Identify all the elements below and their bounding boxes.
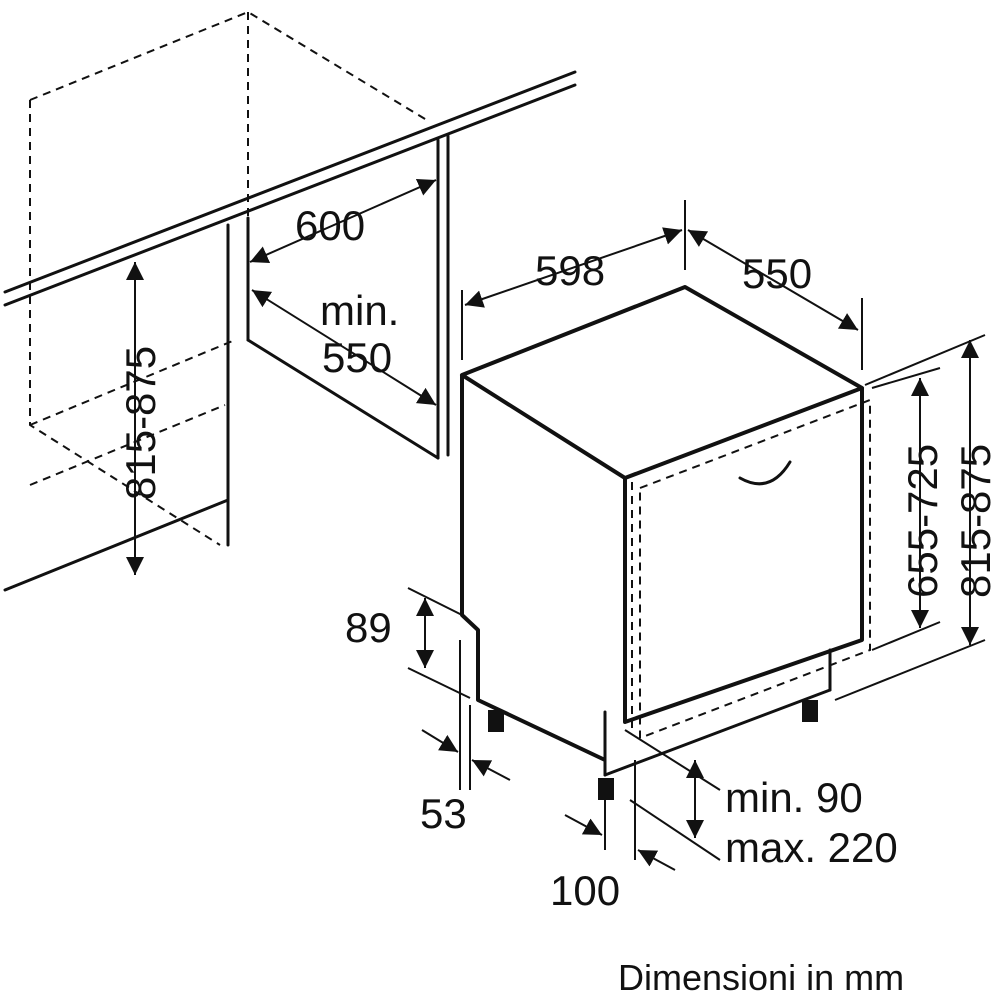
appliance-height-label: 815-875 xyxy=(952,444,999,598)
foot-front-right xyxy=(802,700,818,722)
panel-height-label: 655-725 xyxy=(899,444,946,598)
units-caption: Dimensioni in mm xyxy=(618,957,904,998)
dishwasher-body xyxy=(460,285,871,800)
appliance-width-label: 598 xyxy=(535,247,605,294)
niche-depth-label-line1: min. xyxy=(320,287,399,334)
dimension-lines xyxy=(126,179,986,871)
kick-recess-label: 53 xyxy=(420,790,467,837)
foot-front-left xyxy=(598,778,614,800)
appliance-depth-label: 550 xyxy=(742,250,812,297)
niche-depth-label-line2: 550 xyxy=(322,334,392,381)
plinth-max-label: max. 220 xyxy=(725,824,898,871)
foot-rear-left xyxy=(488,710,504,732)
kick-height-label: 89 xyxy=(345,604,392,651)
cabinet-niche xyxy=(3,10,577,592)
niche-height-label: 815-875 xyxy=(117,346,164,500)
niche-width-label: 600 xyxy=(295,202,365,249)
foot-offset-label: 100 xyxy=(550,867,620,914)
plinth-min-label: min. 90 xyxy=(725,774,863,821)
